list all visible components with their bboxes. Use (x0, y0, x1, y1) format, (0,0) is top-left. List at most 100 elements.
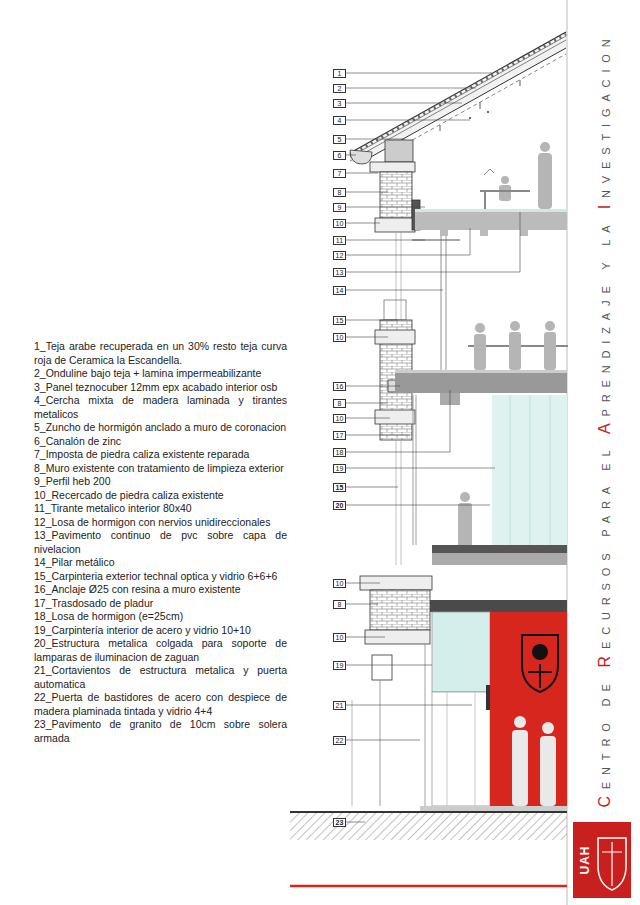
drawing-part (432, 553, 567, 565)
gutter-and-cornice (350, 140, 420, 232)
drawing-part (430, 600, 567, 612)
callout-number: 21 (333, 701, 346, 710)
drawing-part (415, 212, 567, 230)
title-letter: E (600, 373, 612, 387)
drawing-part (469, 117, 471, 119)
callout-number: 15 (333, 316, 346, 325)
drawing-part (490, 612, 567, 806)
leader-line (346, 73, 492, 74)
callout-number: 14 (333, 286, 346, 295)
title-letter: G (600, 102, 612, 117)
leader-line (346, 487, 398, 488)
callout-number: 12 (333, 251, 346, 260)
callout-number: 10 (333, 219, 346, 228)
note-text: 15_Carpinteria exterior technal optica y… (34, 570, 287, 584)
drawing-part (396, 232, 397, 320)
title-letter: E (600, 677, 612, 691)
leader-line (346, 103, 462, 104)
callout-number: 20 (333, 501, 346, 510)
title-letter: N (600, 183, 612, 198)
drawing-part (375, 410, 415, 424)
drawing-part (540, 142, 550, 152)
glass-partition (432, 395, 567, 565)
callout-number: 8 (333, 399, 346, 408)
drawing-part (458, 503, 472, 548)
drawing-part (415, 209, 567, 212)
drawing-part (372, 655, 392, 680)
drawing-part (602, 842, 622, 886)
title-letter: E (600, 635, 612, 649)
drawing-part (484, 169, 494, 175)
callout-number: 8 (333, 600, 346, 609)
note-text: 21_Cortavientos de estructura metalica y… (34, 664, 287, 691)
note-text: 5_Zuncho de hormigón anclado a muro de c… (34, 421, 287, 435)
roof (350, 32, 566, 163)
callout-number: 19 (333, 661, 346, 670)
drawing-part (350, 32, 566, 153)
title-letter: O (600, 716, 612, 731)
drawing-part (370, 162, 415, 172)
logo-text: UAH (577, 846, 591, 875)
callout-number: 1 (333, 69, 346, 78)
drawing-part (499, 185, 511, 201)
callout-number: 23 (333, 818, 346, 827)
title-letter: T (600, 747, 612, 761)
drawing-part (460, 492, 470, 502)
leader-line (346, 583, 380, 584)
drawing-part (290, 885, 567, 888)
note-text: 16_Anclaje Ø25 con resina a muro existen… (34, 583, 287, 597)
drawing-part (484, 192, 486, 209)
leader-line (346, 637, 385, 638)
callout-number: 7 (333, 169, 346, 178)
drawing-part (520, 80, 521, 86)
leader-line (346, 435, 410, 436)
title-letter: I (600, 63, 612, 73)
leader-line (346, 240, 425, 241)
drawing-part (509, 332, 521, 370)
leader-line (346, 139, 405, 140)
drawing-part (395, 370, 567, 373)
title-letter: S (600, 547, 612, 561)
leader-line (346, 390, 450, 452)
leader-line (346, 88, 476, 89)
title-letter: S (600, 141, 612, 155)
leader-line (346, 223, 380, 224)
drawing-part (380, 680, 381, 806)
drawing-part (441, 236, 442, 373)
title-letter: A (596, 417, 613, 435)
drawing-part (540, 736, 556, 806)
leader-line (346, 290, 443, 291)
note-text: 7_Imposta de piedra caliza existente rep… (34, 448, 287, 462)
drawing-part (440, 230, 448, 236)
leader-line (346, 665, 432, 666)
callout-number: 22 (333, 736, 346, 745)
drawing-part (350, 150, 372, 164)
people-middle (468, 321, 568, 370)
drawing-part (480, 190, 530, 192)
drawing-part (396, 440, 397, 565)
leader-line (346, 228, 470, 255)
drawing-part (447, 692, 448, 806)
drawing-part (475, 692, 476, 806)
drawing-part (432, 692, 490, 806)
drawing-part (401, 232, 402, 320)
upper-floor (396, 209, 567, 373)
title-letter: N (600, 32, 612, 47)
title-letter: R (600, 494, 612, 509)
title-letter: E (600, 457, 612, 471)
drawing-part (528, 664, 552, 688)
vertical-title: CENTRO DE RECURSOS PARA EL APRENDIZAJE Y… (596, 32, 614, 807)
drawing-part (492, 395, 567, 545)
title-letter: I (596, 198, 613, 209)
callout-number: 15 (333, 483, 346, 492)
title-letter: D (600, 692, 612, 707)
title-letter: L (600, 233, 612, 246)
title-letter: J (600, 294, 612, 306)
callout-number: 10 (333, 633, 346, 642)
drawing-part (532, 644, 548, 660)
drawing-part (350, 40, 566, 161)
title-letter: C (600, 620, 612, 635)
drawing-part (413, 395, 414, 545)
note-text: 1_Teja arabe recuperada en un 30% resto … (34, 340, 287, 367)
